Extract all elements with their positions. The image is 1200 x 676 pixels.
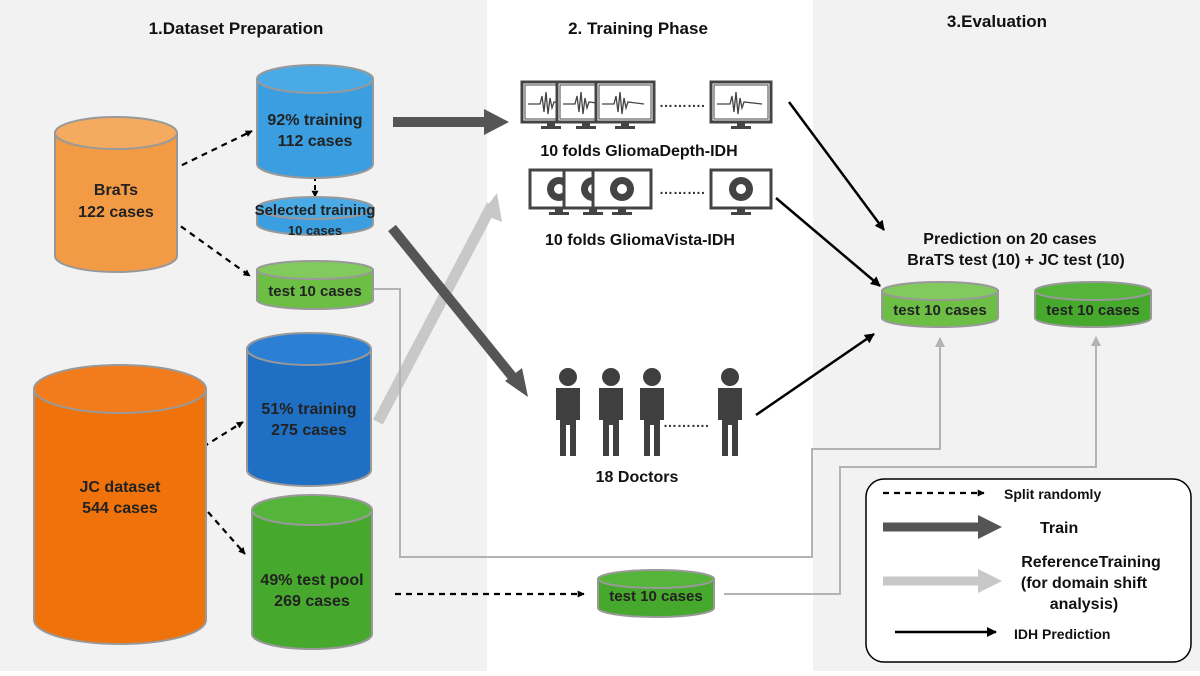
split-arrow-brats-train	[171, 130, 253, 171]
legend: Split randomly Train ReferenceTraining (…	[865, 478, 1192, 663]
train-arrow-doctors-head	[505, 368, 528, 397]
brats-label: BraTs	[94, 182, 138, 199]
prediction-arrow-depth	[787, 101, 886, 231]
brats-count: 122 cases	[78, 204, 154, 221]
jc-test-label: test 10 cases	[609, 588, 702, 605]
person-icon	[556, 368, 580, 456]
panel-title-evaluation: 3.Evaluation	[947, 12, 1047, 31]
brats-selected-count: 10 cases	[288, 223, 342, 238]
legend-idh-label: IDH Prediction	[1014, 626, 1110, 642]
gliomadepth-monitors: ……….	[520, 80, 773, 129]
monitor-waveform-icon	[709, 80, 773, 129]
split-arrow-jc-train	[202, 421, 244, 448]
eval-jc-test-label: test 10 cases	[1046, 302, 1139, 319]
legend-reference-label-2: (for domain shift	[1021, 575, 1148, 592]
monitor-aperture-icon	[709, 168, 773, 215]
split-arrow-jc-pool	[207, 511, 246, 555]
doctors-ellipsis: ……….	[663, 414, 709, 430]
gliomavista-monitors: ……….	[528, 168, 773, 215]
jc-train-count: 275 cases	[271, 422, 347, 439]
prediction-arrow-doctors	[755, 332, 875, 417]
doctors-label: 18 Doctors	[596, 469, 679, 486]
split-arrow-brats-test	[171, 219, 251, 277]
prediction-title: Prediction on 20 cases	[923, 231, 1097, 248]
jc-train-label: 51% training	[261, 401, 356, 418]
brats-test-label: test 10 cases	[268, 283, 361, 300]
eval-jc-test-cylinder: test 10 cases	[1034, 281, 1152, 328]
reference-training-arrowhead	[481, 193, 502, 222]
jc-cylinder: JC dataset 544 cases	[33, 364, 207, 645]
jc-pool-count: 269 cases	[274, 593, 350, 610]
panel-title-dataset: 1.Dataset Preparation	[149, 19, 324, 38]
monitor-aperture-icon	[591, 168, 653, 215]
jc-test-cylinder: test 10 cases	[597, 569, 715, 618]
jc-pool-label: 49% test pool	[260, 572, 363, 589]
jc-pool-cylinder: 49% test pool 269 cases	[251, 494, 373, 650]
gliomavista-label: 10 folds GliomaVista-IDH	[545, 232, 735, 249]
legend-split-label: Split randomly	[1004, 486, 1101, 502]
jc-label: JC dataset	[80, 479, 162, 496]
prediction-arrow-vista	[775, 197, 881, 287]
gliomadepth-label: 10 folds GliomaDepth-IDH	[540, 143, 737, 160]
train-arrow-doctors	[388, 224, 519, 384]
panel-title-training: 2. Training Phase	[568, 19, 708, 38]
person-icon	[718, 368, 742, 456]
gliomadepth-ellipsis: ……….	[659, 94, 705, 110]
monitor-waveform-icon	[594, 80, 656, 129]
legend-train-label: Train	[1040, 520, 1078, 537]
brats-selected-cylinder: Selected training 10 cases	[255, 196, 376, 238]
jc-train-cylinder: 51% training 275 cases	[246, 332, 372, 487]
legend-reference-label-1: ReferenceTraining	[1021, 554, 1161, 571]
prediction-subtitle: BraTS test (10) + JC test (10)	[907, 252, 1124, 269]
brats-selected-label: Selected training	[255, 202, 376, 219]
brats-train-label: 92% training	[267, 112, 362, 129]
eval-brats-test-cylinder: test 10 cases	[881, 281, 999, 328]
eval-brats-test-label: test 10 cases	[893, 302, 986, 319]
doctors-group: ……….	[556, 368, 742, 456]
brats-train-cylinder: 92% training 112 cases	[256, 64, 374, 179]
legend-reference-label-3: analysis)	[1050, 596, 1118, 613]
brats-test-connector	[373, 288, 945, 558]
person-icon	[599, 368, 623, 456]
legend-reference-arrowhead	[978, 569, 1002, 593]
jc-test-connector	[724, 336, 1101, 595]
jc-count: 544 cases	[82, 500, 158, 517]
brats-train-count: 112 cases	[278, 133, 353, 150]
reference-training-arrow	[373, 202, 497, 425]
brats-test-cylinder: test 10 cases	[256, 260, 374, 310]
legend-train-arrowhead	[978, 515, 1002, 539]
brats-cylinder: BraTs 122 cases	[54, 116, 178, 273]
person-icon	[640, 368, 664, 456]
gliomavista-ellipsis: ……….	[659, 181, 705, 197]
train-arrow-depth-head	[484, 109, 509, 135]
